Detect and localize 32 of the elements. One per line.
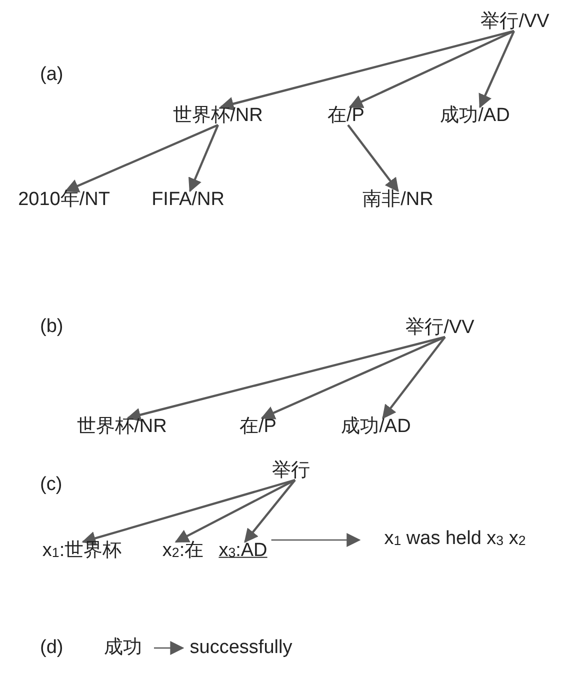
arrow xyxy=(82,478,296,546)
node-text: 2010年/NT xyxy=(18,188,110,212)
arrow xyxy=(260,336,446,420)
arrow xyxy=(64,124,218,192)
arrow xyxy=(244,479,296,543)
node-text: 在/P xyxy=(328,104,364,128)
node-text: 成功 xyxy=(104,636,150,660)
node-text: 南非/NR xyxy=(362,188,434,212)
node-text: 世界杯/NR xyxy=(173,104,263,128)
node-text: 举行/VV xyxy=(480,10,550,34)
arrow xyxy=(348,30,514,108)
node-text: FIFA/NR xyxy=(152,188,224,212)
node-text: 成功/AD xyxy=(341,415,411,439)
node-text: successfully xyxy=(184,636,292,660)
arrow xyxy=(220,30,514,111)
panel-label: (a) xyxy=(40,63,64,87)
node-text: 世界杯/NR xyxy=(77,415,167,439)
arrow xyxy=(126,336,446,422)
panel-label: (b) xyxy=(40,315,64,339)
node-text: 举行/VV xyxy=(406,316,474,340)
panel-label: (d) xyxy=(40,636,64,660)
node-text: 举行 xyxy=(272,459,310,483)
panel-label: (c) xyxy=(40,473,62,497)
arrow xyxy=(347,124,399,192)
node-text: 成功/AD xyxy=(440,104,510,128)
arrow xyxy=(382,336,446,420)
arrow xyxy=(154,641,184,655)
arrow xyxy=(188,124,220,192)
node-text: 在/P xyxy=(240,415,276,439)
arrow xyxy=(271,533,361,547)
arrow xyxy=(478,30,515,108)
arrow xyxy=(174,479,296,543)
